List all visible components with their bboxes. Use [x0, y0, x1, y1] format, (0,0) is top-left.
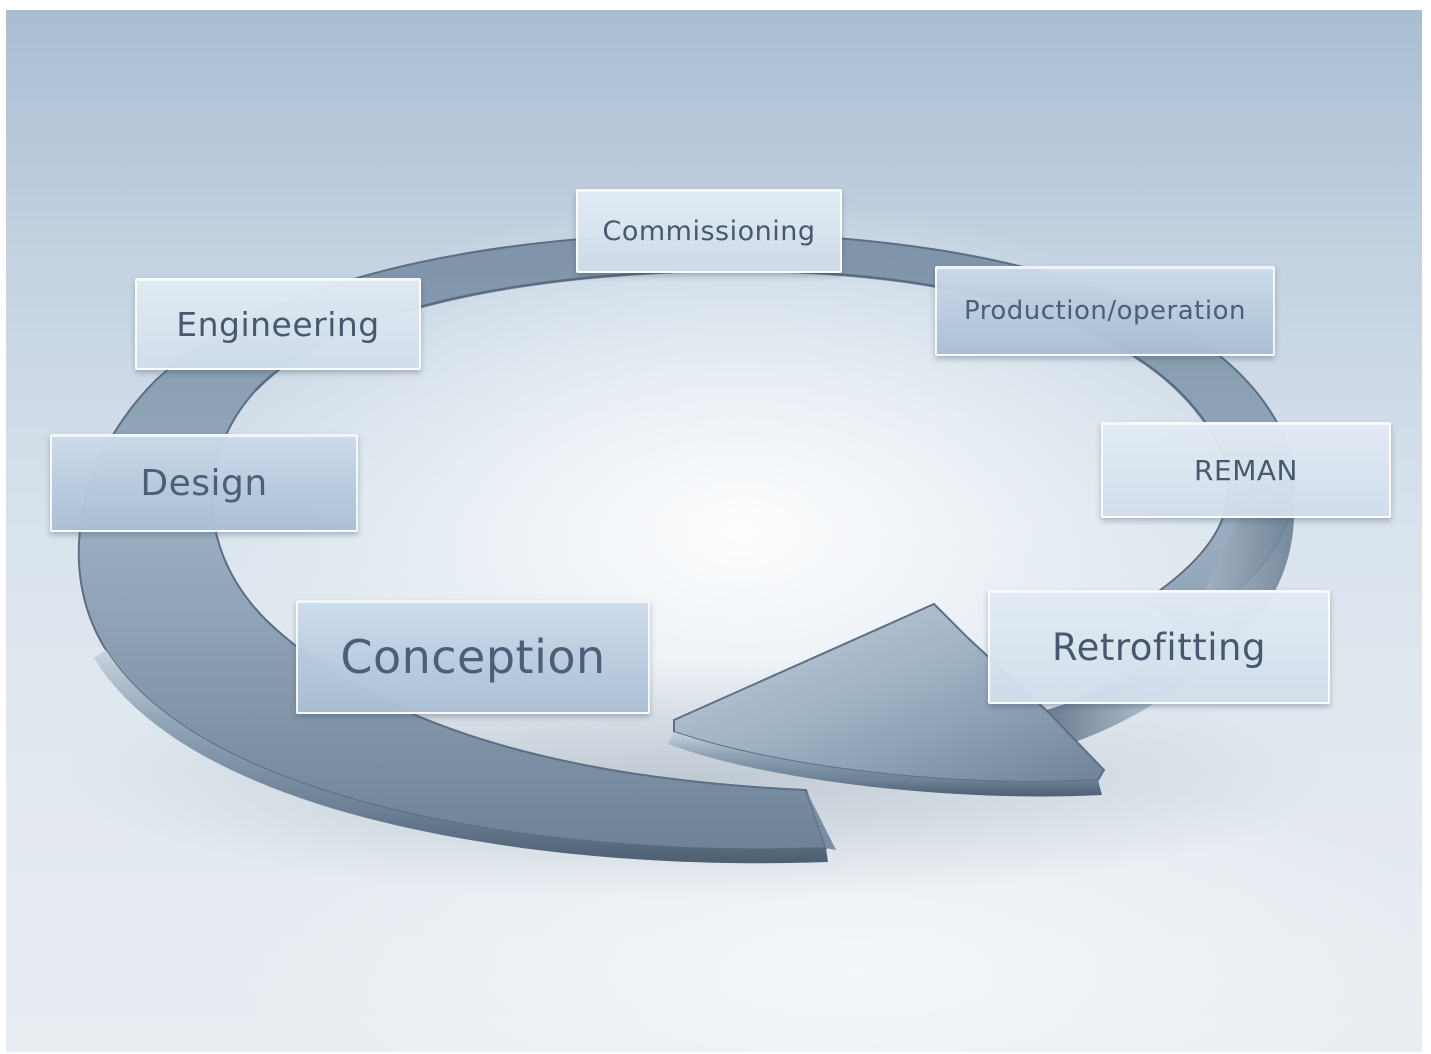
stage-engineering: Engineering	[135, 278, 421, 370]
stage-production-operation-label: Production/operation	[964, 296, 1246, 326]
stage-retrofitting-label: Retrofitting	[1052, 625, 1266, 669]
stage-reman-label: REMAN	[1194, 453, 1298, 487]
stage-conception: Conception	[296, 600, 650, 714]
stage-reman: REMAN	[1101, 422, 1391, 518]
arrow-head	[673, 602, 1106, 783]
stage-commissioning: Commissioning	[576, 189, 842, 273]
ring-tail	[806, 790, 836, 850]
diagram-canvas: Commissioning Production/operation Engin…	[6, 10, 1422, 1052]
arrow-head-edge	[668, 732, 1102, 797]
stage-commissioning-label: Commissioning	[602, 215, 816, 247]
stage-retrofitting: Retrofitting	[988, 590, 1330, 704]
stage-production-operation: Production/operation	[935, 266, 1275, 356]
stage-design-label: Design	[140, 462, 268, 504]
stage-conception-label: Conception	[340, 630, 606, 684]
stage-engineering-label: Engineering	[176, 304, 380, 344]
stage-design: Design	[50, 434, 358, 532]
